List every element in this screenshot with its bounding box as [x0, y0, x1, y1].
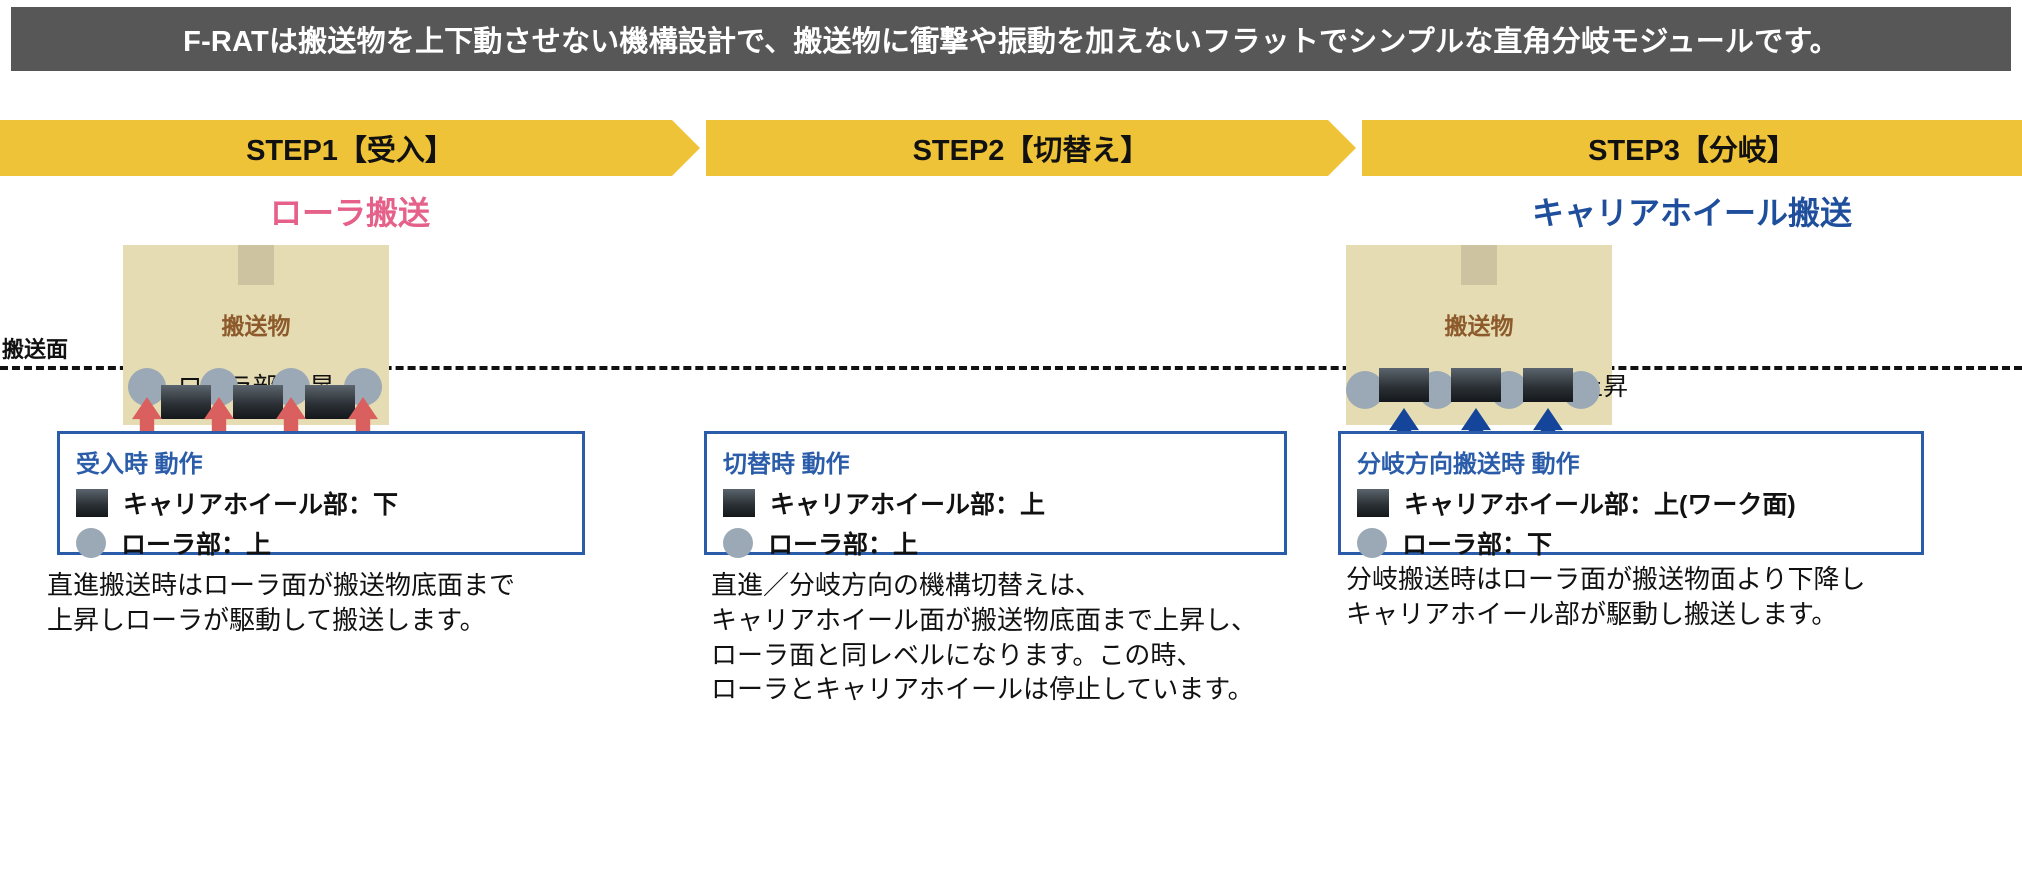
carrier-wheel-icon	[1379, 368, 1429, 402]
mechanism-1	[0, 176, 700, 892]
column-1-caption: 直進搬送時はローラ面が搬送物底面まで 上昇しローラが駆動して搬送します。	[47, 570, 516, 635]
legend-1-title: 受入時 動作	[76, 451, 203, 478]
roller-swatch-icon	[1357, 528, 1387, 558]
legend-row: キャリアホイール部：上	[723, 485, 1268, 521]
roller-icon	[1346, 371, 1384, 409]
carrier-wheel-swatch-icon	[723, 489, 755, 517]
legend-3-title: 分岐方向搬送時 動作	[1357, 451, 1580, 478]
column-3-caption: 分岐搬送時はローラ面が搬送物面より下降し キャリアホイール部が駆動し搬送します。	[1346, 564, 1866, 629]
step-banner-1-label: STEP1【受入】	[246, 135, 454, 167]
legend-2-title: 切替時 動作	[723, 451, 850, 478]
conveyor-surface-label: 搬送面	[2, 337, 69, 362]
legend-row-label: キャリアホイール部：上	[770, 491, 1046, 519]
step-banner-row: STEP1【受入】 STEP2【切替え】 STEP3【分岐】	[0, 120, 2022, 176]
step-banner-1[interactable]: STEP1【受入】	[0, 120, 700, 176]
step-banner-3[interactable]: STEP3【分岐】	[1362, 120, 2022, 176]
carrier-wheel-icon	[305, 385, 355, 419]
column-2-caption: 直進／分岐方向の機構切替えは、 キャリアホイール面が搬送物底面まで上昇し、 ロー…	[711, 570, 1258, 705]
step-column-2: キャリアホイール搬送 搬送物 キャリアホイール部 上昇 切替時 動作 キャリアホ…	[704, 176, 1628, 892]
legend-row: ローラ部：下	[1357, 525, 1905, 561]
workpiece-2-label: 搬送物	[1444, 313, 1514, 339]
roller-swatch-icon	[76, 528, 106, 558]
legend-row: ローラ部：上	[76, 525, 566, 561]
step-banner-3-label: STEP3【分岐】	[1588, 135, 1796, 167]
legend-box-2: 切替時 動作 キャリアホイール部：上 ローラ部：上	[704, 431, 1287, 559]
legend-row-label: キャリアホイール部：下	[123, 491, 399, 519]
legend-row-label: ローラ部：下	[1402, 531, 1553, 559]
legend-row-label: キャリアホイール部：上(ワーク面)	[1404, 491, 1796, 519]
legend-row-label: ローラ部：上	[121, 531, 272, 559]
step-banner-2-label: STEP2【切替え】	[912, 135, 1150, 167]
carrier-wheel-swatch-icon	[1357, 489, 1389, 517]
legend-row: キャリアホイール部：下	[76, 485, 566, 521]
step-banner-2[interactable]: STEP2【切替え】	[706, 120, 1356, 176]
legend-row: ローラ部：上	[723, 525, 1268, 561]
legend-box-3: 分岐方向搬送時 動作 キャリアホイール部：上(ワーク面) ローラ部：下	[1338, 431, 1924, 559]
carton-tab-icon	[238, 245, 274, 285]
column-1-title: ローラ搬送	[269, 195, 430, 231]
carrier-wheel-icon	[161, 385, 211, 419]
carrier-wheel-icon	[1523, 368, 1573, 402]
legend-row: キャリアホイール部：上(ワーク面)	[1357, 485, 1905, 521]
step-column-1: ローラ搬送 搬送物 ローラ部 上昇 受入時 動作 キャリアホイール部：下 ローラ…	[0, 176, 700, 892]
column-3-title: キャリアホイール搬送	[1531, 195, 1852, 231]
carton-tab-icon	[1461, 245, 1497, 285]
workpiece-1-label: 搬送物	[221, 313, 291, 339]
legend-box-1: 受入時 動作 キャリアホイール部：下 ローラ部：上	[57, 431, 585, 559]
header-text: F-RATは搬送物を上下動させない機構設計で、搬送物に衝撃や振動を加えないフラッ…	[183, 26, 1839, 58]
carrier-wheel-icon	[233, 385, 283, 419]
carrier-wheel-icon	[1451, 368, 1501, 402]
header-banner: F-RATは搬送物を上下動させない機構設計で、搬送物に衝撃や振動を加えないフラッ…	[11, 7, 2011, 71]
roller-swatch-icon	[723, 528, 753, 558]
carrier-wheel-swatch-icon	[76, 489, 108, 517]
legend-row-label: ローラ部：上	[768, 531, 919, 559]
conveyor-surface-line	[0, 366, 2022, 370]
step-column-3: キャリアホイール搬送 搬送物 ローラ部 下降 分岐方向搬送時 動作 キャリアホイ…	[1338, 176, 2022, 892]
